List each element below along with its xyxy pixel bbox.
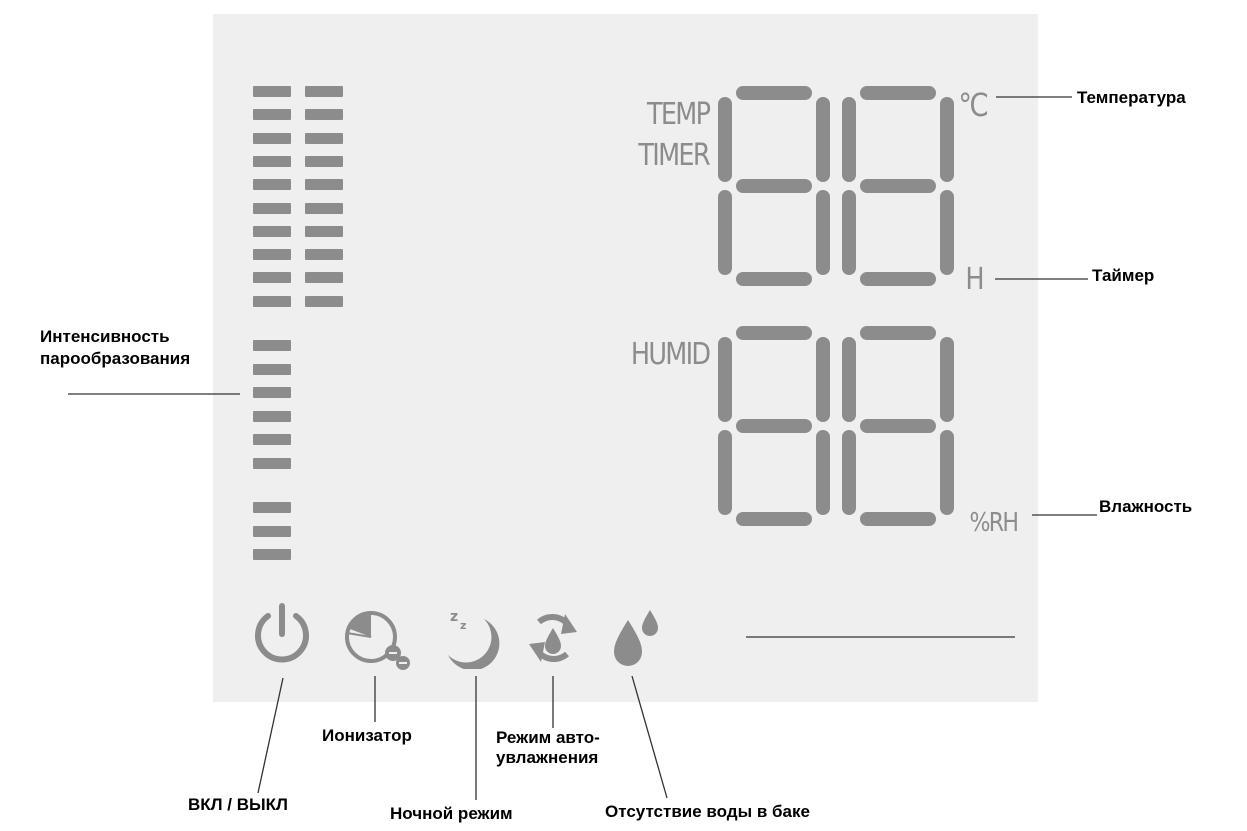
intensity-bar-right [305, 295, 343, 307]
callout-intensity: Интенсивность парообразования [40, 327, 191, 368]
digit-segment [860, 86, 936, 100]
intensity-bar-lower [253, 525, 291, 537]
digit-segment [816, 430, 830, 515]
timer-label: TIMER [638, 138, 711, 173]
night-moon-icon: z z [448, 609, 500, 669]
celsius-unit: ℃ [958, 86, 989, 124]
digit-segment [736, 419, 812, 433]
intensity-bar-right [305, 225, 343, 237]
digit-segment [842, 430, 856, 515]
line-no-water [631, 675, 668, 799]
water-drop-icon [614, 610, 658, 666]
intensity-bar-right [305, 132, 343, 144]
intensity-bar-left [253, 202, 291, 214]
intensity-bar-left [253, 109, 291, 121]
callout-humidity: Влажность [1099, 497, 1193, 516]
intensity-bar-left [253, 249, 291, 261]
intensity-bar-lower [253, 502, 291, 513]
intensity-bar-left [253, 225, 291, 237]
callout-no-water: Отсутствие воды в баке [605, 802, 810, 821]
line-power [257, 677, 284, 794]
intensity-bar-right [305, 272, 343, 284]
intensity-bar-right [305, 179, 343, 191]
intensity-bar-middle [253, 434, 291, 445]
digit-segment [940, 337, 954, 422]
digit-segment [736, 179, 812, 193]
svg-text:z: z [450, 609, 458, 625]
digit-segment [736, 272, 812, 286]
digit-segment [816, 337, 830, 422]
digit-segment [940, 190, 954, 275]
intensity-bar-middle [253, 363, 291, 375]
intensity-bar-middle [253, 387, 291, 398]
digit-segment [816, 97, 830, 182]
intensity-bar-left [253, 179, 291, 191]
rh-unit: %RH [969, 508, 1019, 538]
temp-label: TEMP [646, 97, 711, 132]
intensity-bar-right [305, 86, 343, 97]
digit-segment [860, 419, 936, 433]
callout-ionizer: Ионизатор [322, 726, 412, 745]
digit-segment [860, 512, 936, 526]
digit-segment [816, 190, 830, 275]
lcd-panel [213, 14, 1038, 702]
digit-segment [718, 337, 732, 422]
digit-segment [736, 86, 812, 100]
svg-text:z: z [460, 619, 466, 632]
intensity-bar-left [253, 295, 291, 307]
digit-segment [736, 512, 812, 526]
digit-segment [860, 179, 936, 193]
intensity-bar-left [253, 86, 291, 97]
digit-segment [842, 97, 856, 182]
digit-segment [736, 326, 812, 340]
auto-cycle-icon [529, 613, 577, 663]
humid-label: HUMID [630, 337, 710, 372]
ionizer-icon [345, 611, 410, 670]
callout-power: ВКЛ / ВЫКЛ [188, 795, 288, 814]
intensity-bar-middle [253, 457, 291, 469]
intensity-bar-right [305, 155, 343, 167]
power-icon [255, 603, 309, 663]
digit-segment [718, 190, 732, 275]
digit-segment [842, 337, 856, 422]
digit-segment [860, 272, 936, 286]
digit-segment [718, 430, 732, 515]
intensity-bar-lower [253, 549, 291, 560]
intensity-bar-middle [253, 410, 291, 422]
intensity-bar-left [253, 155, 291, 167]
digit-segment [718, 97, 732, 182]
callout-auto-mode: Режим авто- увлажнения [496, 728, 600, 767]
callout-timer: Таймер [1092, 266, 1155, 285]
digit-segment [860, 326, 936, 340]
intensity-bar-left [253, 272, 291, 284]
callout-temperature: Температура [1077, 88, 1186, 107]
hours-unit: H [965, 262, 985, 297]
intensity-bar-right [305, 202, 343, 214]
intensity-bar-left [253, 132, 291, 144]
intensity-bar-right [305, 109, 343, 121]
digit-segment [940, 430, 954, 515]
digit-segment [842, 190, 856, 275]
intensity-bar-middle [253, 340, 291, 351]
digit-segment [940, 97, 954, 182]
callout-night-mode: Ночной режим [390, 804, 513, 823]
intensity-bar-right [305, 249, 343, 261]
